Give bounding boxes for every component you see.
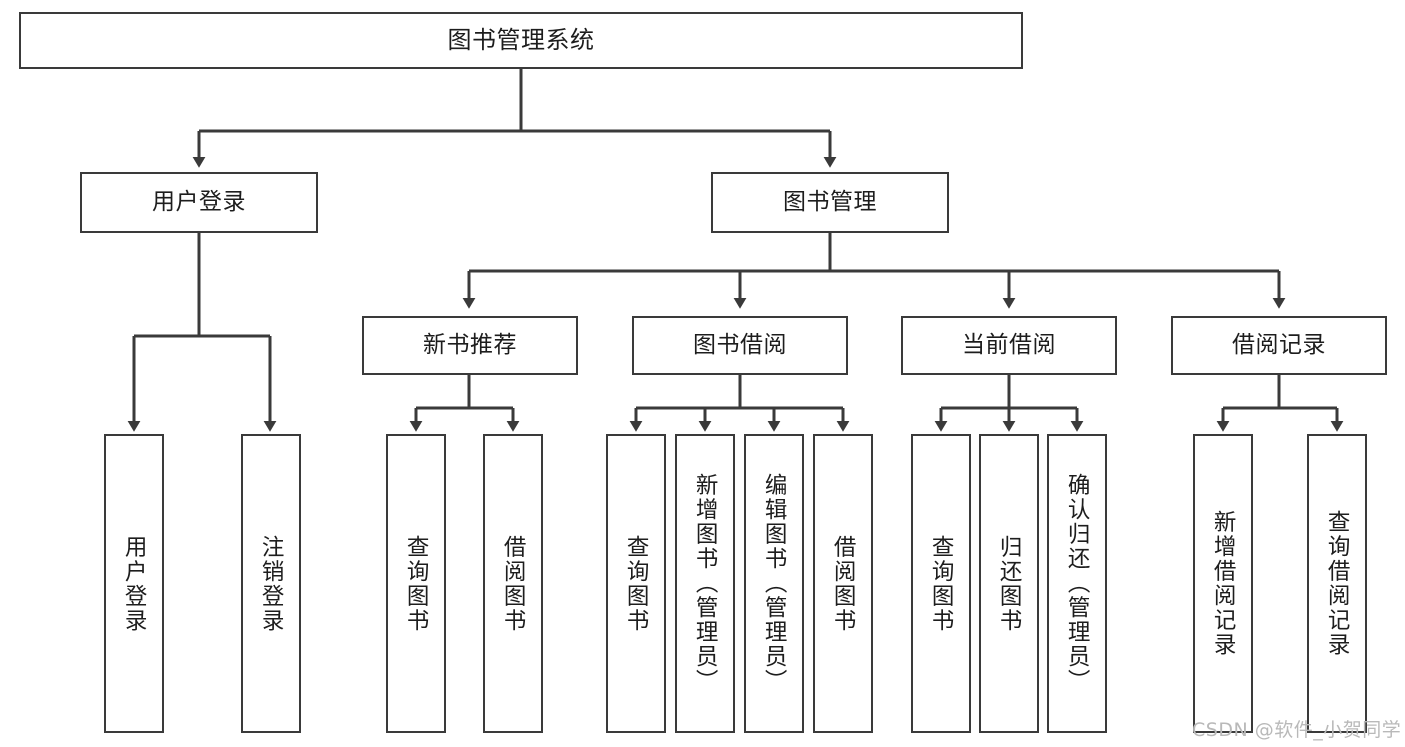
node-new-book-rec-label: 新书推荐 <box>423 331 517 358</box>
leaf-query-book-1-label: 查询图书 <box>403 534 430 633</box>
leaf-query-record[interactable]: 查询借阅记录 <box>1307 434 1367 733</box>
leaf-query-book-1[interactable]: 查询图书 <box>386 434 446 733</box>
node-book-borrow-label: 图书借阅 <box>693 331 787 358</box>
node-user-login[interactable]: 用户登录 <box>80 172 318 233</box>
leaf-borrow-book-2-label: 借阅图书 <box>830 534 857 633</box>
watermark: CSDN @软件_小贺同学 <box>1192 719 1402 741</box>
leaf-query-book-3[interactable]: 查询图书 <box>911 434 971 733</box>
node-root[interactable]: 图书管理系统 <box>19 12 1023 69</box>
leaf-user-login[interactable]: 用户登录 <box>104 434 164 733</box>
leaf-user-login-label: 用户登录 <box>121 534 148 633</box>
leaf-edit-book-label: 编辑图书（管理员） <box>761 473 788 694</box>
node-root-label: 图书管理系统 <box>447 26 595 55</box>
leaf-query-book-3-label: 查询图书 <box>928 534 955 633</box>
leaf-query-book-2[interactable]: 查询图书 <box>606 434 666 733</box>
leaf-add-book[interactable]: 新增图书（管理员） <box>675 434 735 733</box>
node-borrow-record[interactable]: 借阅记录 <box>1171 316 1387 375</box>
node-book-borrow[interactable]: 图书借阅 <box>632 316 848 375</box>
node-current-borrow-label: 当前借阅 <box>962 331 1056 358</box>
leaf-add-record[interactable]: 新增借阅记录 <box>1193 434 1253 733</box>
node-book-manage-label: 图书管理 <box>783 188 877 215</box>
node-user-login-label: 用户登录 <box>152 188 246 215</box>
leaf-confirm-return-label: 确认归还（管理员） <box>1064 473 1091 694</box>
leaf-confirm-return[interactable]: 确认归还（管理员） <box>1047 434 1107 733</box>
leaf-borrow-book-1-label: 借阅图书 <box>500 534 527 633</box>
node-borrow-record-label: 借阅记录 <box>1232 331 1326 358</box>
node-current-borrow[interactable]: 当前借阅 <box>901 316 1117 375</box>
leaf-add-book-label: 新增图书（管理员） <box>692 473 719 694</box>
leaf-return-book-label: 归还图书 <box>996 534 1023 633</box>
leaf-logout-login[interactable]: 注销登录 <box>241 434 301 733</box>
leaf-add-record-label: 新增借阅记录 <box>1210 510 1237 657</box>
node-book-manage[interactable]: 图书管理 <box>711 172 949 233</box>
leaf-borrow-book-1[interactable]: 借阅图书 <box>483 434 543 733</box>
leaf-return-book[interactable]: 归还图书 <box>979 434 1039 733</box>
leaf-borrow-book-2[interactable]: 借阅图书 <box>813 434 873 733</box>
leaf-edit-book[interactable]: 编辑图书（管理员） <box>744 434 804 733</box>
leaf-logout-login-label: 注销登录 <box>258 534 285 633</box>
leaf-query-book-2-label: 查询图书 <box>623 534 650 633</box>
node-new-book-rec[interactable]: 新书推荐 <box>362 316 578 375</box>
leaf-query-record-label: 查询借阅记录 <box>1324 510 1351 657</box>
